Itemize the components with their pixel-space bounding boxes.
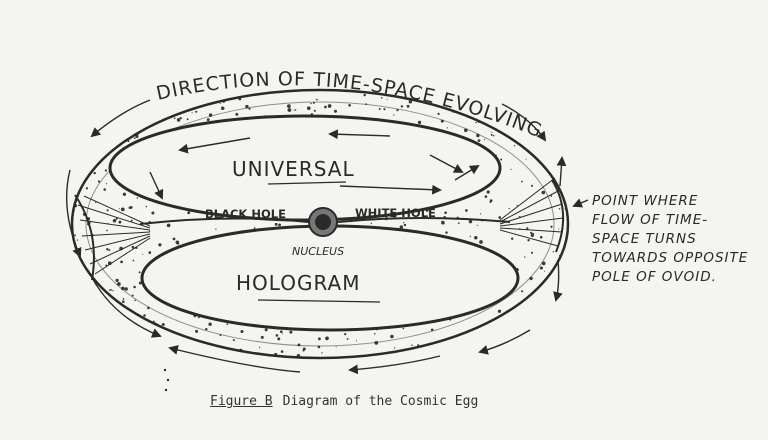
figure-title: Diagram of the Cosmic Egg — [282, 394, 479, 409]
nucleus — [308, 207, 338, 237]
right-pole-vortex — [499, 177, 565, 253]
upper-lobe — [108, 114, 502, 222]
side-note-line: POINT WHERE — [592, 193, 698, 209]
lower-lobe-label: HOLOGRAM — [236, 271, 360, 295]
upper-lobe-underline — [267, 181, 347, 185]
nucleus-label: NUCLEUS — [292, 245, 344, 258]
stray-marks — [163, 368, 170, 392]
side-note-line: POLE OF OVOID. — [592, 269, 717, 285]
outer-ovoid — [70, 88, 570, 360]
right-channel — [337, 217, 511, 223]
upper-lobe-label: UNIVERSAL — [232, 157, 355, 181]
left-pole-vortex — [74, 194, 151, 281]
figure-caption: Figure B Diagram of the Cosmic Egg — [210, 394, 478, 409]
white-hole-label: WHITE HOLE — [355, 206, 436, 220]
side-note-line: TOWARDS OPPOSITE — [592, 250, 748, 266]
lower-lobe-underline — [257, 299, 381, 303]
black-hole-label: BLACK HOLE — [205, 207, 286, 221]
side-note-line: FLOW OF TIME- — [592, 212, 708, 228]
upper-lobe-flow-arrows — [149, 129, 480, 200]
left-channel — [139, 217, 309, 225]
figure-number: Figure B — [210, 394, 273, 409]
outer-flow-arrows — [66, 99, 589, 375]
outer-ovoid-inner-line — [85, 101, 555, 347]
side-note-line: SPACE TURNS — [592, 231, 697, 247]
side-note: POINT WHERE FLOW OF TIME- SPACE TURNS TO… — [592, 193, 748, 285]
